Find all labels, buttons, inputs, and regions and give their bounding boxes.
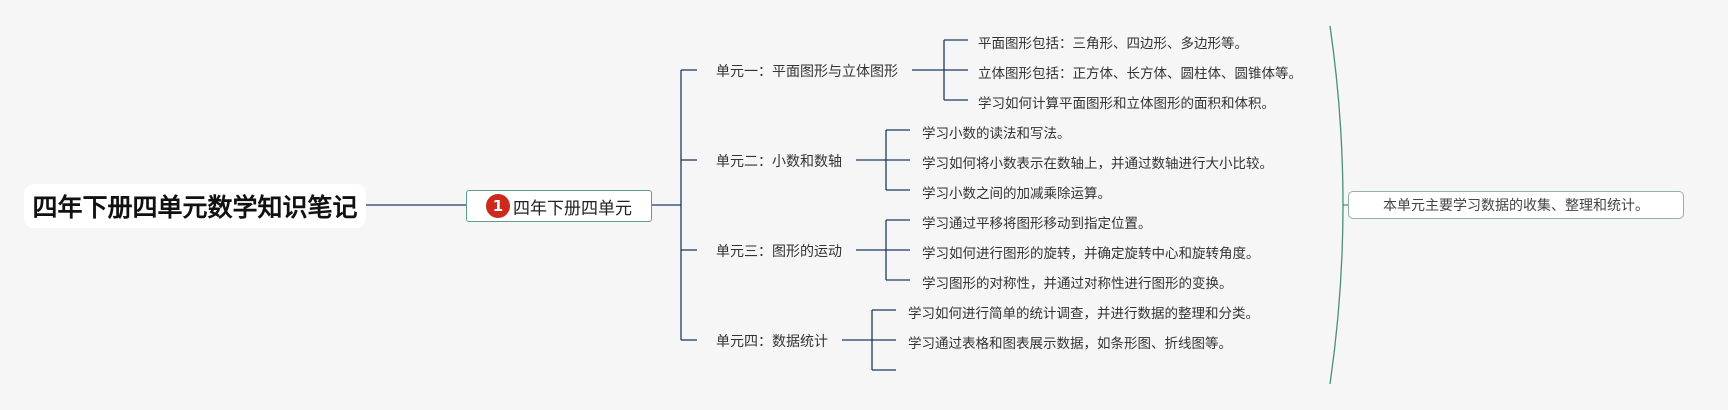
leaf-node[interactable]: 学习如何将小数表示在数轴上，并通过数轴进行大小比较。: [922, 156, 1273, 172]
unit-node-2[interactable]: 单元二：小数和数轴: [716, 151, 842, 171]
leaf-node[interactable]: 学习小数之间的加减乘除运算。: [922, 186, 1111, 202]
leaf-node[interactable]: 学习小数的读法和写法。: [922, 126, 1071, 142]
unit-label: 单元一：平面图形与立体图形: [716, 64, 898, 80]
leaf-node[interactable]: 学习如何计算平面图形和立体图形的面积和体积。: [978, 96, 1275, 112]
leaf-node[interactable]: 学习通过平移将图形移动到指定位置。: [922, 216, 1152, 232]
leaf-node[interactable]: 立体图形包括：正方体、长方体、圆柱体、圆锥体等。: [978, 66, 1302, 82]
leaf-node[interactable]: 学习如何进行简单的统计调查，并进行数据的整理和分类。: [908, 306, 1259, 322]
unit-node-3[interactable]: 单元三：图形的运动: [716, 241, 842, 261]
root-label: 四年下册四单元数学知识笔记: [32, 193, 358, 222]
summary-bracket: [1329, 25, 1348, 385]
unit-label: 单元三：图形的运动: [716, 244, 842, 260]
leaf-node[interactable]: 学习图形的对称性，并通过对称性进行图形的变换。: [922, 276, 1233, 292]
leaf-node[interactable]: 学习如何进行图形的旋转，并确定旋转中心和旋转角度。: [922, 246, 1260, 262]
main-topic-node[interactable]: 1 四年下册四单元: [466, 190, 652, 222]
priority-1-badge-icon: 1: [486, 194, 510, 218]
root-node[interactable]: 四年下册四单元数学知识笔记: [24, 184, 366, 228]
unit-node-4[interactable]: 单元四：数据统计: [716, 331, 828, 351]
summary-node[interactable]: 本单元主要学习数据的收集、整理和统计。: [1348, 191, 1684, 219]
unit-label: 单元二：小数和数轴: [716, 154, 842, 170]
main-topic-label: 四年下册四单元: [513, 198, 632, 219]
leaf-node[interactable]: 平面图形包括：三角形、四边形、多边形等。: [978, 36, 1248, 52]
summary-label: 本单元主要学习数据的收集、整理和统计。: [1383, 198, 1649, 214]
leaf-node[interactable]: 学习通过表格和图表展示数据，如条形图、折线图等。: [908, 336, 1232, 352]
unit-node-1[interactable]: 单元一：平面图形与立体图形: [716, 61, 898, 81]
unit-label: 单元四：数据统计: [716, 334, 828, 350]
